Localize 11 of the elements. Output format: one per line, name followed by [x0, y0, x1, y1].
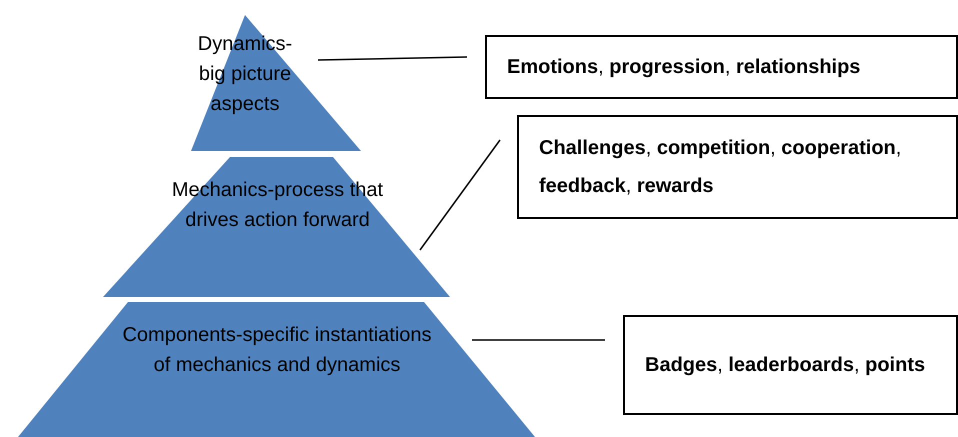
box-text: Badges, leaderboards, points: [645, 353, 926, 378]
box-text: Emotions, progression, relationships: [507, 55, 862, 80]
text-box: [485, 35, 958, 99]
box-text: Challenges, competition, cooperation, feedback, rewards: [539, 136, 902, 199]
text-box: [517, 115, 958, 219]
text-box: [623, 315, 958, 415]
connector-line: [318, 56, 468, 61]
connector-line: [419, 140, 501, 250]
pyramid-tier: [18, 302, 536, 437]
connector-line: [472, 339, 605, 341]
tier-label: Components-specific instantiations of mechanics and dynamics: [121, 323, 433, 378]
